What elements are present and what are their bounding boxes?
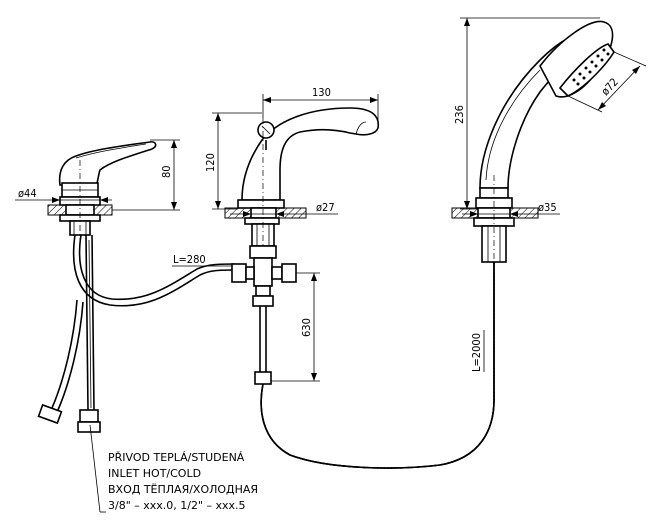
label-height-236: 236 <box>453 105 466 124</box>
label-connector-length: L=280 <box>173 253 206 266</box>
label-drop-630: 630 <box>300 318 313 337</box>
dimension-drop-630: 630 <box>271 272 320 382</box>
label-diameter-35: ø35 <box>538 201 557 214</box>
dimension-length-130: 130 <box>262 86 379 122</box>
label-length-130: 130 <box>312 86 331 99</box>
dimension-hose-length: L=2000 <box>470 330 485 372</box>
note-line-czech: PŘIVOD TEPLÁ/STUDENÁ <box>108 451 245 464</box>
dimension-height-120: 120 <box>204 112 262 210</box>
note-line-russian: ВХОД ТЁПЛАЯ/ХОЛОДНАЯ <box>108 483 258 496</box>
basin-mixer <box>37 141 236 433</box>
note-line-thread-sizes: 3/8" – xxx.0, 1/2" – xxx.5 <box>108 499 246 512</box>
inlet-note: PŘIVOD TEPLÁ/STUDENÁ INLET HOT/COLD ВХОД… <box>89 424 258 513</box>
spout-assembly <box>224 107 380 385</box>
dimension-height-80: 80 <box>112 139 180 211</box>
dimension-diameter-35: ø35 <box>462 201 560 217</box>
label-diameter-27: ø27 <box>316 201 335 214</box>
hand-shower <box>451 20 615 265</box>
dimension-diameter-27: ø27 <box>230 201 338 217</box>
label-hose-length: L=2000 <box>470 333 483 372</box>
label-height-80: 80 <box>160 165 173 178</box>
dimension-height-236: 236 <box>453 17 600 210</box>
dimension-diameter-44: ø44 <box>15 187 112 203</box>
shower-nozzles <box>572 48 610 86</box>
note-line-english: INLET HOT/COLD <box>108 467 201 480</box>
label-diameter-44: ø44 <box>18 187 37 200</box>
label-diameter-72: ø72 <box>599 76 621 99</box>
shower-hose <box>260 262 495 469</box>
dimension-connector-length: L=280 <box>172 253 232 267</box>
label-height-120: 120 <box>204 153 217 172</box>
